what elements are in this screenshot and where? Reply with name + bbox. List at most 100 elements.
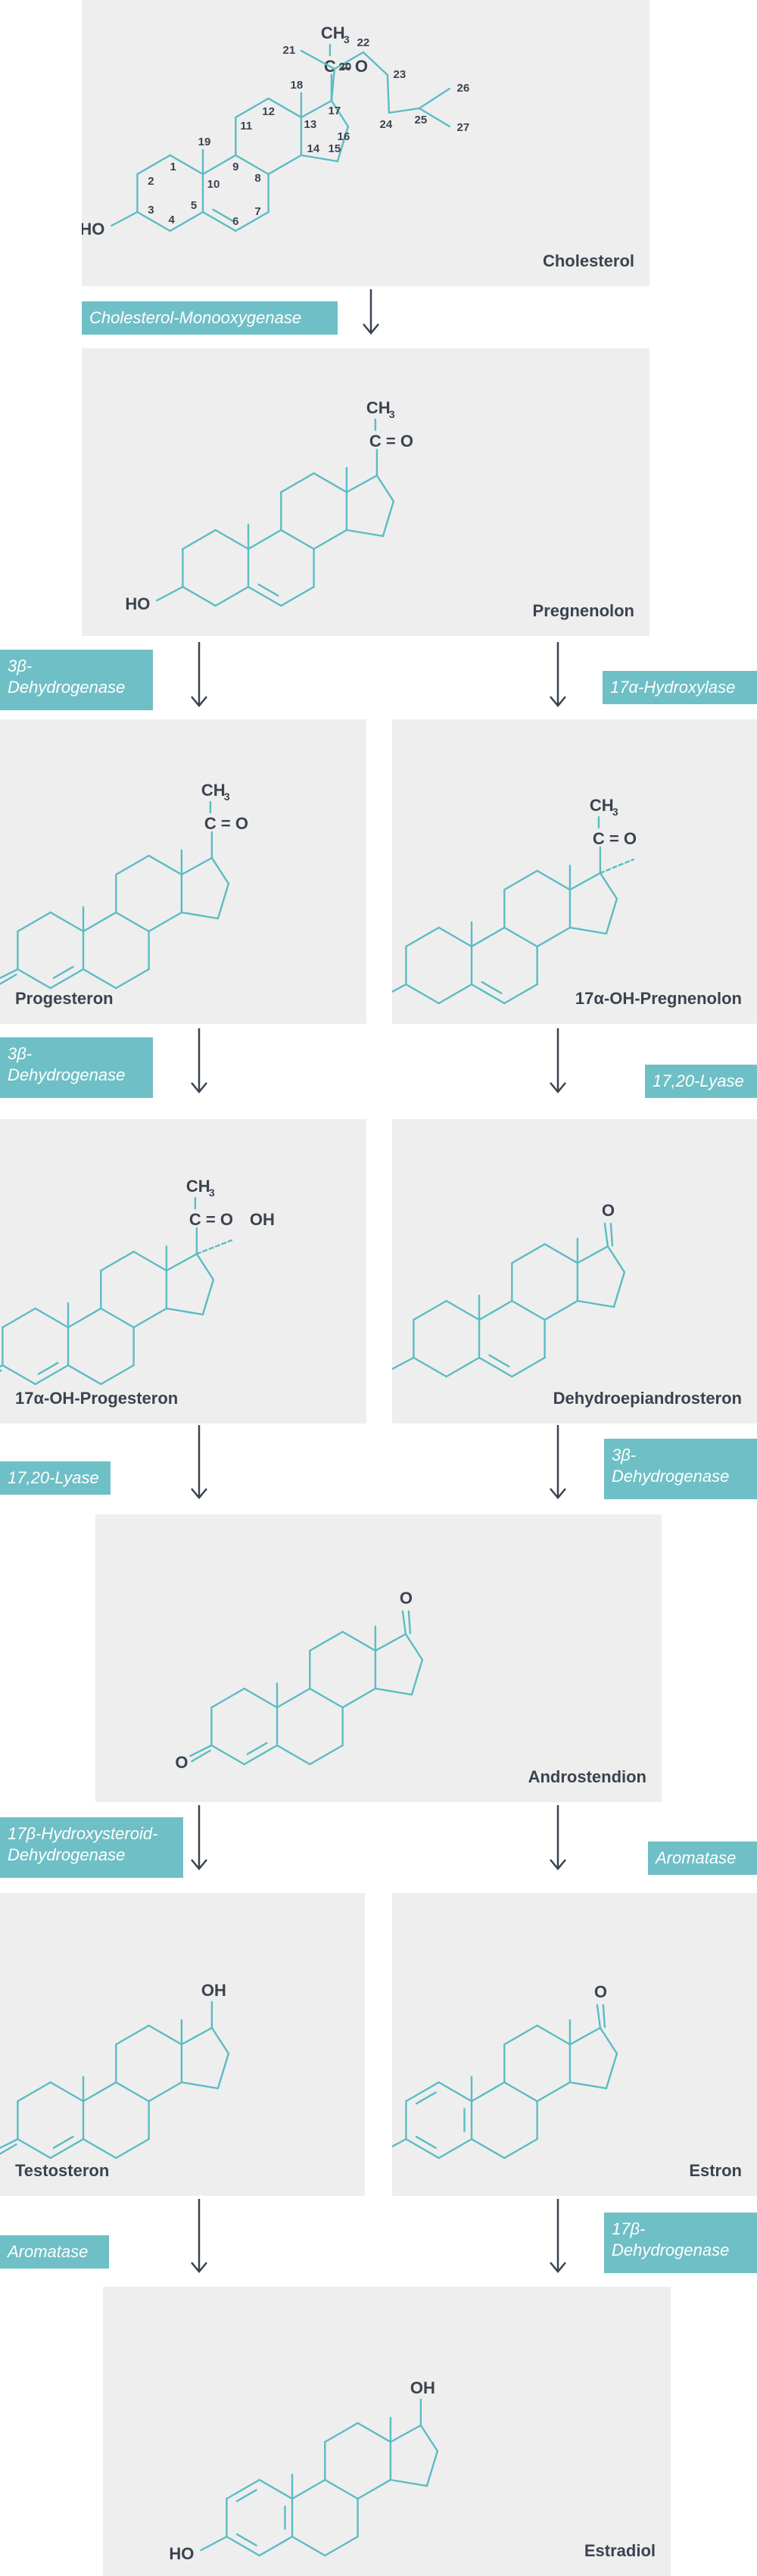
bond [544,1299,579,1321]
subscript-label: 3 [389,408,395,420]
bond [34,1307,70,1329]
atom-number: 21 [283,44,296,57]
bond [210,1687,245,1709]
bond [382,500,395,538]
bond [217,882,230,920]
bond [217,2052,230,2090]
side-chain-bond [386,73,391,114]
bond [544,1243,579,1265]
bond [470,2081,506,2103]
atom-number: 8 [254,172,260,185]
bond [247,585,282,607]
bond [280,472,315,494]
bond [405,2138,440,2160]
double-bond [481,981,503,994]
compound-name: 17α-OH-Pregnenolon [575,989,742,1008]
atom-number: 12 [262,105,275,118]
bond [148,911,183,933]
bond [243,1687,279,1709]
bond [605,897,618,935]
atom-number: 10 [207,178,220,191]
bond [313,529,348,550]
arrow-down [550,1028,566,1093]
bond [169,154,204,176]
bond [536,2081,572,2103]
bond [115,911,150,933]
bond-ho [111,211,139,227]
carbonyl [0,968,19,980]
carbonyl [191,1749,211,1763]
atom-number: 20 [339,61,352,73]
carbonyl [401,1610,407,1636]
methyl-label: CH [186,1177,210,1196]
bond [210,856,230,885]
double-bond [52,965,74,979]
bond [276,1687,311,1709]
bond [2,1364,36,1386]
bond-ho [392,983,407,993]
bond [536,926,572,948]
bond [214,529,250,550]
bond [148,2081,183,2103]
arrow-down [191,642,207,707]
compound-dhea: HOO Dehydroepiandrosteron [392,1119,757,1424]
oxygen-label: O [602,1201,615,1220]
bond [606,1245,626,1274]
bond [132,1307,168,1329]
bond [405,926,440,948]
bond [258,2478,294,2500]
bond [100,1307,135,1329]
side-chain-bond [388,107,421,114]
atom-number: 2 [148,175,154,188]
bond [82,911,117,933]
bond [195,1252,215,1281]
subscript-label: 3 [344,33,350,45]
arrow-down [550,2199,566,2273]
bond-ho [156,585,184,602]
bond [605,2052,618,2090]
bond [169,211,204,232]
bond [357,2478,392,2500]
bond [438,926,473,948]
methyl-label: CH [366,398,391,417]
bond [201,1278,215,1316]
bond [17,911,51,933]
bond [576,1299,615,1308]
subscript-label: 3 [612,806,618,818]
atom-number: 3 [148,204,154,217]
bond [148,854,183,876]
arrow-down [191,1425,207,1499]
bond [405,983,440,1005]
carbonyl-label: C = O [204,814,248,833]
hydroxyl-label: HO [82,220,104,239]
bond [214,585,250,607]
carbonyl-label: C = O [189,1210,233,1229]
bond [291,2535,326,2557]
bond [136,211,171,232]
atom-number: 9 [232,161,238,173]
atom-number: 27 [457,121,470,134]
bond [291,2478,326,2500]
carbonyl-label: C = O [593,829,637,848]
oh-bond [599,858,635,875]
hydroxyl-label: HO [169,2544,194,2563]
atom-number: 25 [415,114,428,126]
compound-name: Pregnenolon [532,601,634,620]
bond [478,1356,513,1378]
bond [569,2081,608,2090]
bond [445,1299,481,1321]
arrow-down [191,1805,207,1870]
enzyme-17-20-lyase: 17,20-Lyase [0,1461,111,1495]
bond [226,2535,260,2557]
enzyme-3b-dehydrogenase: 3β-Dehydrogenase [604,1439,757,1499]
bond [132,1250,168,1272]
bond [413,1356,447,1378]
atom-number: 7 [254,205,260,218]
double-bond [212,208,234,222]
bond [324,2535,359,2557]
